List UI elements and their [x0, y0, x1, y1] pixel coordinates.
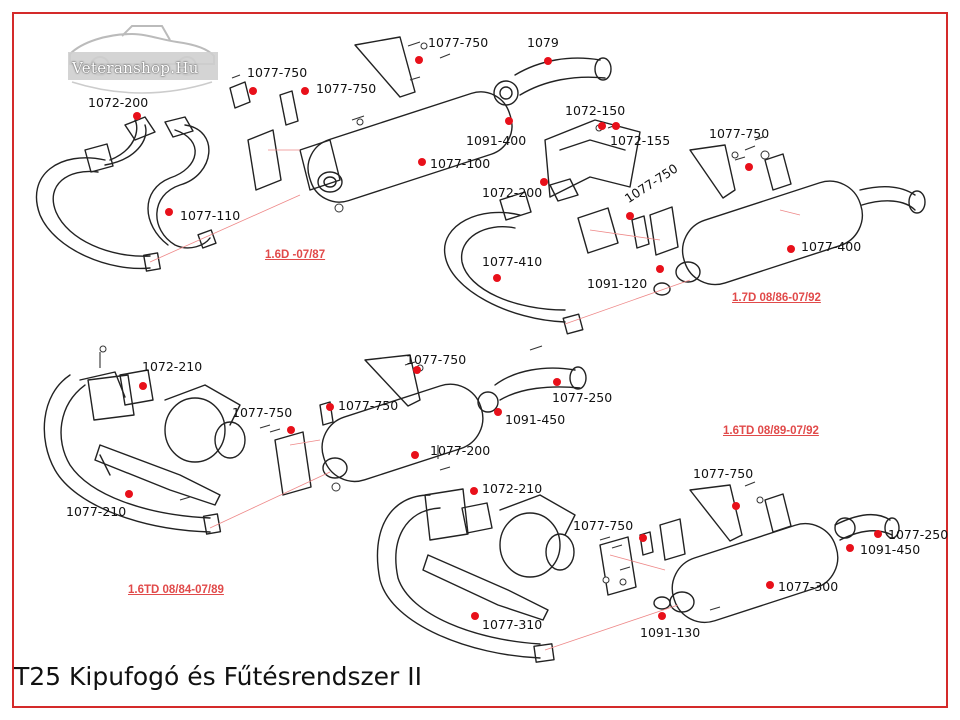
part-number: 1077-750	[338, 398, 399, 413]
diagram-frame	[12, 12, 948, 708]
part-number: 1077-210	[66, 504, 127, 519]
callout-dot	[133, 112, 141, 120]
part-number: 1077-750	[406, 352, 467, 367]
callout-dot	[326, 403, 334, 411]
part-number: 1077-300	[778, 579, 839, 594]
callout-dot	[766, 581, 774, 589]
part-number: 1091-400	[466, 133, 527, 148]
callout-dot	[553, 378, 561, 386]
section-label-1.6td-late: 1.6TD 08/89-07/92	[723, 425, 819, 437]
part-number: 1077-100	[430, 156, 491, 171]
callout-dot	[125, 490, 133, 498]
part-number: 1077-250	[888, 527, 949, 542]
page-title: T25 Kipufogó és Fűtésrendszer II	[14, 662, 423, 691]
callout-dot	[411, 451, 419, 459]
callout-dot	[626, 212, 634, 220]
callout-dot	[544, 57, 552, 65]
callout-dot	[493, 274, 501, 282]
callout-dot	[787, 245, 795, 253]
callout-dot	[287, 426, 295, 434]
part-number: 1077-750	[428, 35, 489, 50]
part-number: 1077-200	[430, 443, 491, 458]
part-number: 1072-150	[565, 103, 626, 118]
part-number: 1072-200	[482, 185, 543, 200]
part-number: 1072-210	[482, 481, 543, 496]
callout-dot	[249, 87, 257, 95]
section-label-1.7d: 1.7D 08/86-07/92	[732, 292, 821, 304]
part-number: 1077-400	[801, 239, 862, 254]
part-number: 1077-750	[247, 65, 308, 80]
part-number: 1091-450	[860, 542, 921, 557]
logo-text: Veteranshop.Hu	[72, 59, 199, 77]
part-number: 1077-750	[316, 81, 377, 96]
callout-dot	[470, 487, 478, 495]
callout-dot	[612, 122, 620, 130]
callout-dot	[471, 612, 479, 620]
part-number: 1091-120	[587, 276, 648, 291]
part-number: 1072-210	[142, 359, 203, 374]
part-number: 1077-750	[573, 518, 634, 533]
callout-dot	[658, 612, 666, 620]
part-number: 1077-750	[232, 405, 293, 420]
part-number: 1077-310	[482, 617, 543, 632]
callout-dot	[418, 158, 426, 166]
callout-dot	[874, 530, 882, 538]
callout-dot	[494, 408, 502, 416]
callout-dot	[540, 178, 548, 186]
callout-dot	[598, 122, 606, 130]
callout-dot	[415, 56, 423, 64]
callout-dot	[846, 544, 854, 552]
section-label-1.6td-early: 1.6TD 08/84-07/89	[128, 584, 224, 596]
part-number: 1072-155	[610, 133, 671, 148]
callout-dot	[413, 366, 421, 374]
part-number: 1072-200	[88, 95, 149, 110]
part-number: 1077-110	[180, 208, 241, 223]
part-number: 1077-750	[709, 126, 770, 141]
part-number: 1077-250	[552, 390, 613, 405]
veteranshop-logo	[52, 12, 228, 108]
section-label-1.6d: 1.6D -07/87	[265, 249, 326, 261]
callout-dot	[139, 382, 147, 390]
car-logo-icon	[68, 25, 218, 94]
callout-dot	[732, 502, 740, 510]
callout-dot	[165, 208, 173, 216]
callout-dot	[301, 87, 309, 95]
part-number: 1077-750	[693, 466, 754, 481]
callout-dot	[656, 265, 664, 273]
callout-dot	[745, 163, 753, 171]
part-number: 1091-130	[640, 625, 701, 640]
part-number: 1091-450	[505, 412, 566, 427]
part-number: 1077-410	[482, 254, 543, 269]
part-number: 1079	[527, 35, 559, 50]
callout-dot	[505, 117, 513, 125]
callout-dot	[639, 534, 647, 542]
